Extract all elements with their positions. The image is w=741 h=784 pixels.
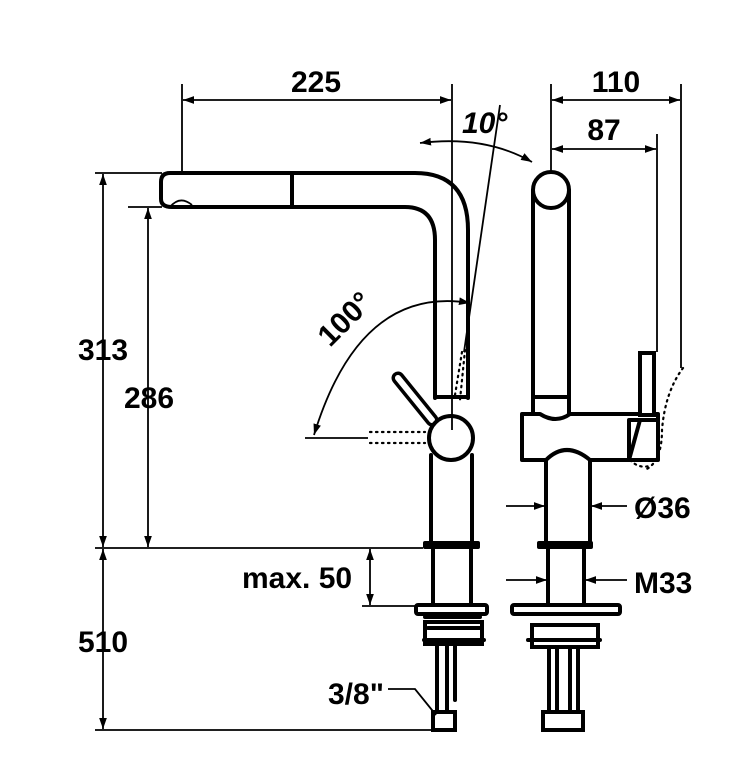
mixer-body xyxy=(520,412,660,462)
spray-head xyxy=(169,199,193,208)
label-depth-total: 110 xyxy=(592,66,640,99)
spout-tube xyxy=(531,188,571,415)
mounting-plate-front xyxy=(510,603,622,616)
side-view xyxy=(159,171,489,732)
label-height-total: 313 xyxy=(78,334,128,367)
mounting-plate xyxy=(414,603,489,616)
label-depth-body: 87 xyxy=(587,114,620,147)
body xyxy=(429,453,474,544)
label-hose-length: 510 xyxy=(78,626,128,659)
mixer-ball xyxy=(427,414,475,462)
deck-ring-front xyxy=(537,541,593,549)
label-swivel-angle: 10° xyxy=(462,107,508,140)
label-spout-reach: 225 xyxy=(291,66,341,99)
spout-top xyxy=(531,170,571,210)
hose-fittings-front xyxy=(541,710,585,732)
spout-outline xyxy=(159,171,470,400)
label-connection: 3/8" xyxy=(328,678,384,711)
mounting-nut xyxy=(423,620,484,646)
label-lever-angle: 100° xyxy=(312,286,379,353)
mounting-nut-front xyxy=(530,623,600,649)
label-height-under-spout: 286 xyxy=(124,382,174,415)
dimension-labels: 225 110 87 10° 100° 313 286 max. 50 510 … xyxy=(78,66,692,711)
label-diameter: Ø36 xyxy=(634,492,691,525)
label-max-deck: max. 50 xyxy=(242,562,352,595)
supply-hoses xyxy=(435,644,457,712)
deck-ring xyxy=(423,541,480,549)
hose-fitting xyxy=(431,710,457,732)
label-thread: M33 xyxy=(634,567,692,600)
lever-side xyxy=(638,351,656,417)
dimension-lines xyxy=(95,84,682,731)
front-view xyxy=(510,170,685,732)
